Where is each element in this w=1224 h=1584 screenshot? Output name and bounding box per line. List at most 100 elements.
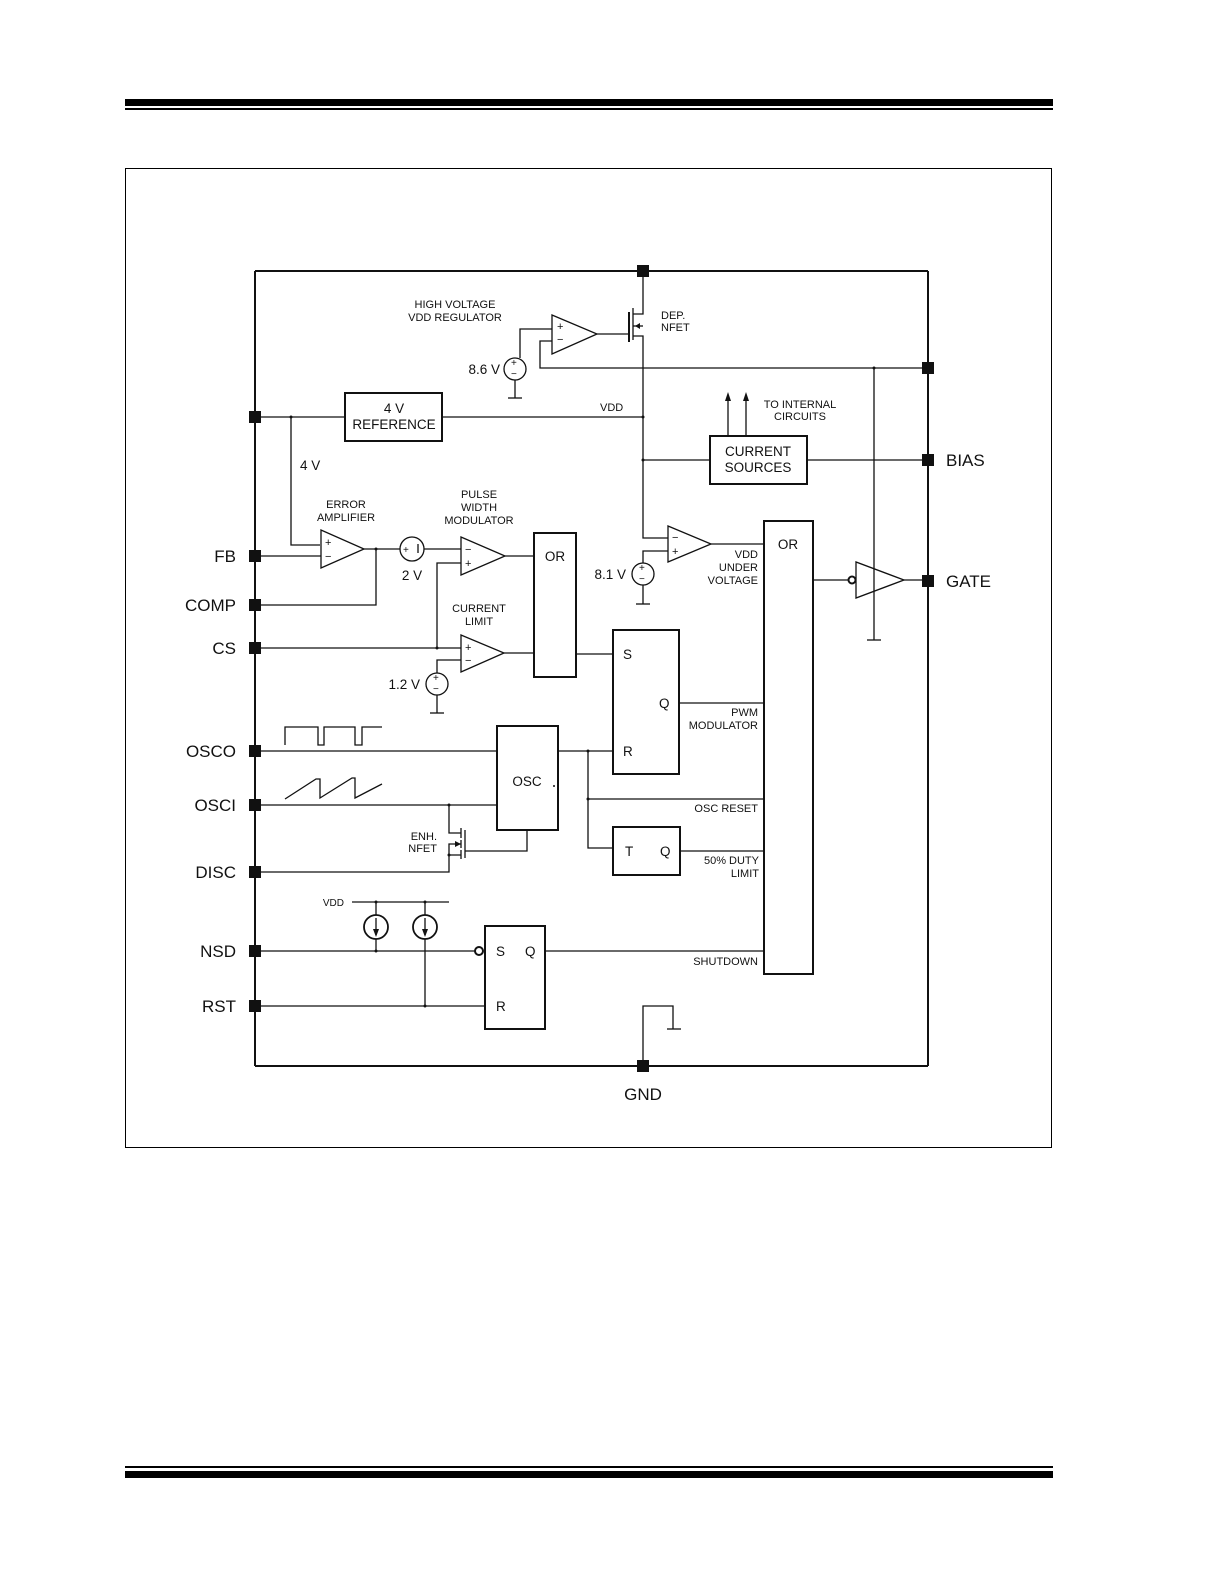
footer-rule-thick — [125, 1471, 1053, 1478]
hv-vdd-regulator: HIGH VOLTAGE VDD REGULATOR + − DEP. NFET… — [408, 277, 928, 460]
inverter-bubble — [474, 946, 484, 956]
pad-top — [637, 265, 649, 277]
plus-sign: + — [325, 537, 331, 549]
plus-sign: + — [433, 673, 439, 684]
dep-nfet-label-2: NFET — [661, 322, 690, 334]
error-amplifier: ERROR AMPLIFIER + − — [261, 499, 400, 606]
minus-sign: − — [465, 544, 471, 556]
source-2v-label: 2 V — [402, 568, 422, 583]
header-rule-thick — [125, 99, 1053, 106]
latch-s-label: S — [623, 647, 632, 662]
reference-4v-label-2: REFERENCE — [352, 417, 435, 432]
reference-4v-label-1: 4 V — [384, 401, 404, 416]
current-sources: CURRENT SOURCES TO INTERNAL CIRCUITS — [641, 392, 922, 485]
duty-limit-label-1: 50% DUTY — [704, 855, 760, 867]
vdd-uv-label-2: UNDER — [719, 562, 758, 574]
minus-sign: − — [433, 684, 439, 695]
sd-latch-s-label: S — [496, 944, 505, 959]
vdd-label: VDD — [600, 402, 623, 414]
osc-reset-label: OSC RESET — [694, 803, 758, 815]
pad-osco[interactable] — [249, 745, 261, 757]
plus-sign: + — [639, 563, 645, 574]
pin-label-comp: COMP — [185, 596, 236, 615]
pin-label-rst: RST — [202, 997, 236, 1016]
pin-label-gate: GATE — [946, 572, 991, 591]
minus-sign: − — [465, 655, 471, 667]
current-sources-box — [709, 435, 808, 485]
pin-label-disc: DISC — [195, 863, 236, 882]
figure-frame — [125, 168, 1052, 1148]
hv-regulator-label-2: VDD REGULATOR — [408, 312, 502, 324]
shutdown-latch-box — [484, 925, 546, 1030]
pin-label-gnd: GND — [624, 1085, 662, 1104]
chip-outline — [254, 270, 929, 1067]
pad-gate[interactable] — [922, 575, 934, 587]
label-4v: 4 V — [300, 458, 320, 473]
error-amp-label-2: AMPLIFIER — [317, 512, 375, 524]
tff-t-label: T — [625, 844, 633, 859]
osc-label: OSC — [512, 774, 542, 789]
shutdown-current-sources: VDD — [323, 898, 449, 1008]
shutdown-label: SHUTDOWN — [693, 956, 758, 968]
plus-sign: + — [403, 545, 409, 556]
shutdown-latch: S Q R SHUTDOWN — [261, 925, 764, 1030]
regulator-opamp — [551, 314, 599, 356]
pin-label-bias: BIAS — [946, 451, 985, 470]
error-amp-label-1: ERROR — [326, 499, 366, 511]
vdd-small-label: VDD — [323, 898, 344, 909]
plus-sign: + — [511, 358, 517, 369]
dep-nfet-label-1: DEP. — [661, 310, 685, 322]
t-flipflop: T Q 50% DUTY LIMIT — [612, 826, 764, 880]
sd-latch-q-label: Q — [525, 944, 536, 959]
reference-4v-box — [344, 392, 443, 442]
pad-disc[interactable] — [249, 866, 261, 878]
pad-osci[interactable] — [249, 799, 261, 811]
vdd-uv-label-3: VOLTAGE — [708, 575, 758, 587]
minus-sign: − — [325, 551, 331, 563]
pin-label-fb: FB — [214, 547, 236, 566]
pad-comp[interactable] — [249, 599, 261, 611]
arrow-head-icon — [725, 392, 731, 401]
sr-latch-box — [612, 629, 680, 775]
pad-fb[interactable] — [249, 550, 261, 562]
current-sources-label-1: CURRENT — [725, 444, 791, 459]
sawtooth-wave-icon — [284, 777, 383, 800]
pad-gnd[interactable] — [637, 1060, 649, 1072]
hv-regulator-label-1: HIGH VOLTAGE — [415, 299, 496, 311]
gnd-wire — [642, 1005, 674, 1060]
footer-rule-thin — [125, 1466, 1053, 1468]
plus-sign: + — [465, 642, 471, 654]
or-gate-left — [533, 532, 577, 678]
source-8v6-label: 8.6 V — [468, 362, 500, 377]
pin-label-nsd: NSD — [200, 942, 236, 961]
plus-sign: + — [557, 321, 563, 333]
minus-sign: − — [557, 334, 563, 346]
pad-vref — [249, 411, 261, 423]
enh-nfet-label-1: ENH. — [411, 831, 437, 843]
source-8v1-label: 8.1 V — [594, 567, 626, 582]
pad-cs[interactable] — [249, 642, 261, 654]
plus-sign: + — [465, 558, 471, 570]
pad-rst[interactable] — [249, 1000, 261, 1012]
pad-bias[interactable] — [922, 454, 934, 466]
plus-sign: + — [672, 546, 678, 558]
arrow-head-icon — [743, 392, 749, 401]
oscillator: OSC OSC RESET — [261, 725, 764, 849]
osc-box — [496, 725, 559, 831]
header-rule-thin — [125, 108, 1053, 110]
tff-q-label: Q — [660, 844, 671, 859]
current-limit-label-2: LIMIT — [465, 616, 493, 628]
pad-nsd[interactable] — [249, 945, 261, 957]
pwm-label-1: PULSE — [461, 489, 497, 501]
square-wave-icon — [284, 726, 382, 746]
inverter-bubble — [847, 575, 857, 585]
pwm-modulator-label-2: MODULATOR — [689, 720, 758, 732]
minus-sign: − — [639, 574, 645, 585]
enh-nfet-label-2: NFET — [408, 843, 437, 855]
reference-4v: 4 V REFERENCE VDD 4 V — [261, 392, 645, 546]
undervoltage-comparator: − + + − 8.1 V VDD UNDER VOLTAGE — [594, 525, 764, 605]
pwm-comparator: PULSE WIDTH MODULATOR − + — [424, 489, 534, 648]
pin-label-osco: OSCO — [186, 742, 236, 761]
or-right-label: OR — [778, 537, 799, 552]
